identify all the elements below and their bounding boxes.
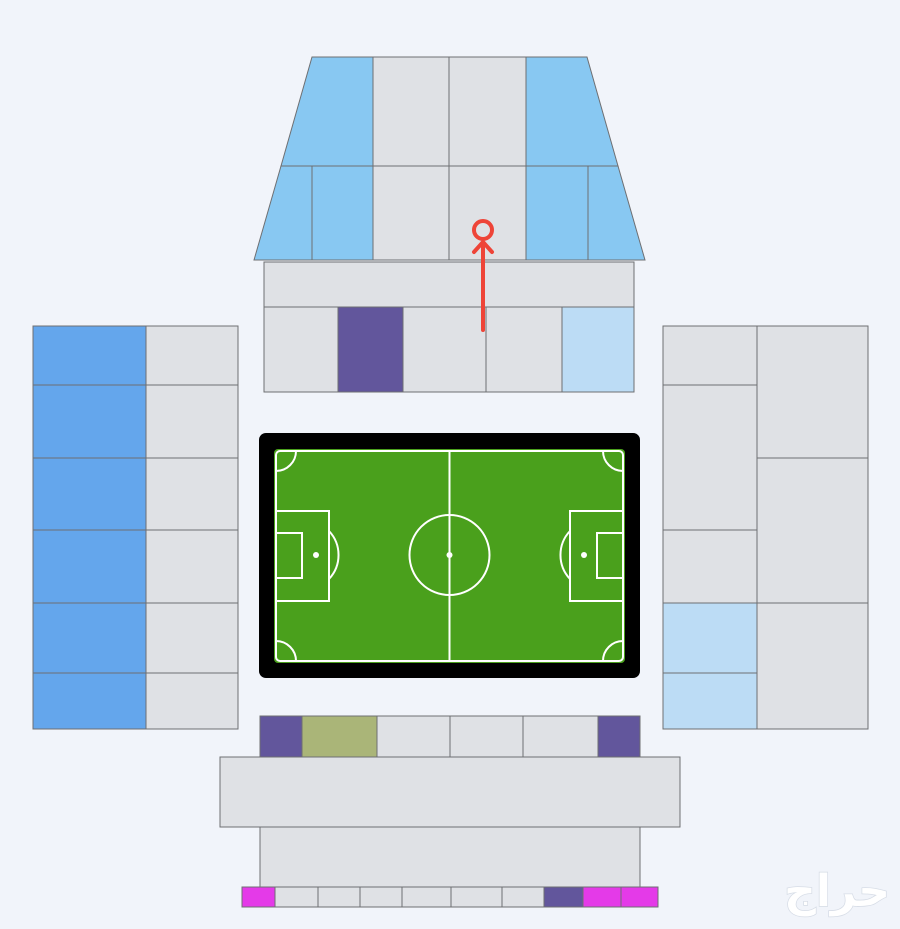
section-west-outer-3[interactable]	[32, 457, 147, 531]
section-west-inner-6[interactable]	[145, 672, 239, 730]
section-south-inner-4[interactable]	[449, 715, 524, 758]
section-east-outer-2[interactable]	[756, 457, 869, 604]
north-upper-stand	[253, 56, 646, 261]
box-6[interactable]	[450, 886, 503, 908]
section-north-lower-3[interactable]	[372, 165, 450, 261]
section-north-upper-4[interactable]	[525, 56, 619, 167]
section-south-middle-band[interactable]	[219, 756, 681, 828]
section-north-upper-2[interactable]	[372, 56, 450, 167]
section-east-inner-2[interactable]	[662, 384, 758, 531]
section-south-upper-band[interactable]	[259, 826, 641, 888]
section-north-lower-2[interactable]	[311, 165, 374, 261]
section-south-inner-1[interactable]	[259, 715, 303, 758]
east-stand	[662, 325, 869, 730]
watermark-text: حراج	[784, 866, 890, 917]
section-east-inner-1[interactable]	[662, 325, 758, 386]
section-north-upper-3[interactable]	[448, 56, 527, 167]
section-north-inner-band[interactable]	[263, 261, 635, 308]
section-west-inner-3[interactable]	[145, 457, 239, 531]
section-south-inner-2[interactable]	[301, 715, 378, 758]
box-3[interactable]	[317, 886, 361, 908]
section-west-outer-2[interactable]	[32, 384, 147, 459]
box-9[interactable]	[582, 886, 622, 908]
section-west-inner-5[interactable]	[145, 602, 239, 674]
pitch-markings	[275, 450, 624, 662]
section-north-inner-3[interactable]	[402, 306, 487, 393]
section-north-lower-1[interactable]	[253, 165, 313, 261]
west-stand	[32, 325, 239, 730]
section-east-outer-1[interactable]	[756, 325, 869, 459]
section-north-upper-1[interactable]	[280, 56, 374, 167]
section-north-inner-5[interactable]	[561, 306, 635, 393]
box-4[interactable]	[359, 886, 403, 908]
penalty-spot-west	[313, 552, 319, 558]
section-west-outer-1[interactable]	[32, 325, 147, 386]
box-10[interactable]	[620, 886, 659, 908]
box-5[interactable]	[401, 886, 452, 908]
section-north-inner-2[interactable]	[337, 306, 404, 393]
section-west-inner-4[interactable]	[145, 529, 239, 604]
box-1[interactable]	[241, 886, 276, 908]
south-box-row	[241, 886, 659, 908]
penalty-spot-east	[581, 552, 587, 558]
section-east-inner-3[interactable]	[662, 529, 758, 604]
section-west-outer-6[interactable]	[32, 672, 147, 730]
football-pitch	[259, 433, 640, 678]
section-west-outer-4[interactable]	[32, 529, 147, 604]
section-north-lower-5[interactable]	[525, 165, 589, 261]
section-west-inner-1[interactable]	[145, 325, 239, 386]
section-south-inner-6[interactable]	[597, 715, 641, 758]
south-outer-stand	[219, 756, 681, 888]
section-north-inner-4[interactable]	[485, 306, 563, 393]
box-8[interactable]	[543, 886, 584, 908]
center-spot	[446, 552, 453, 558]
box-7[interactable]	[501, 886, 545, 908]
section-north-lower-6[interactable]	[587, 165, 646, 261]
section-east-outer-3[interactable]	[756, 602, 869, 730]
section-west-outer-5[interactable]	[32, 602, 147, 674]
section-south-inner-5[interactable]	[522, 715, 599, 758]
section-south-inner-3[interactable]	[376, 715, 451, 758]
haraj-watermark-logo: حراج	[783, 865, 890, 918]
section-east-inner-5[interactable]	[662, 672, 758, 730]
south-inner-stand	[259, 715, 641, 758]
you-are-here-pin-icon	[472, 219, 494, 332]
box-2[interactable]	[274, 886, 319, 908]
north-inner-stand	[263, 261, 635, 393]
section-north-inner-1[interactable]	[263, 306, 339, 393]
section-west-inner-2[interactable]	[145, 384, 239, 459]
section-east-inner-4[interactable]	[662, 602, 758, 674]
